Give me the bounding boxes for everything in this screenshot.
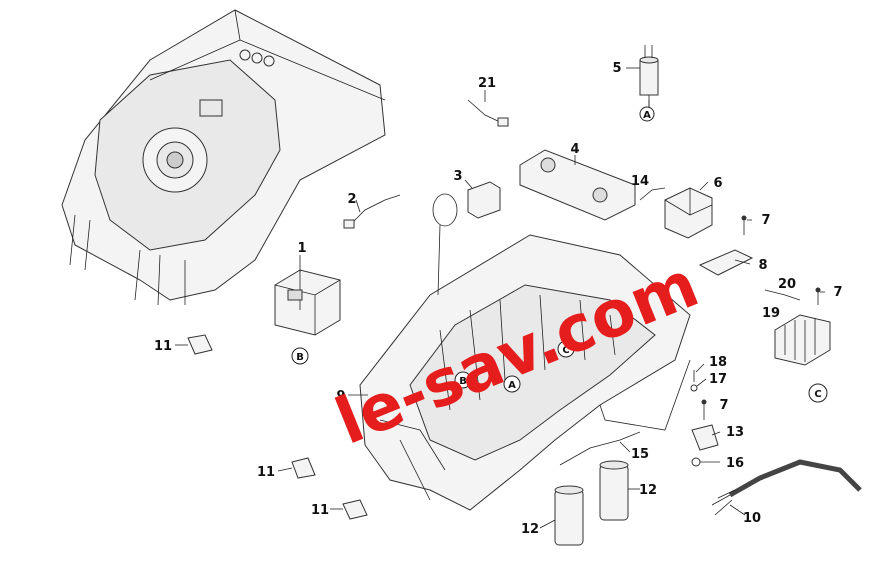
capacitors-12 <box>554 460 629 546</box>
svg-text:C: C <box>814 389 821 400</box>
part-label-21: 21 <box>478 76 496 91</box>
part-label-2: 2 <box>347 192 356 207</box>
part-label-11c: 11 <box>311 503 329 518</box>
upper-cover <box>61 9 386 306</box>
part-label-6: 6 <box>713 176 722 191</box>
part-label-15: 15 <box>631 447 649 462</box>
part-label-3: 3 <box>453 169 462 184</box>
terminal-block-19 <box>774 314 831 366</box>
part-label-11a: 11 <box>154 339 172 354</box>
connector-2 <box>343 219 355 229</box>
part-label-13: 13 <box>726 425 744 440</box>
part-label-12a: 12 <box>521 522 539 537</box>
svg-text:C: C <box>562 345 569 356</box>
washer-17 <box>690 384 698 392</box>
part-label-8: 8 <box>758 258 767 273</box>
clip-11b <box>291 457 316 479</box>
circle-ref-c-body: C <box>557 340 575 358</box>
svg-text:A: A <box>643 110 651 121</box>
relay-6 <box>664 187 713 239</box>
capacitor-5 <box>639 45 659 108</box>
clamp-13 <box>691 424 719 451</box>
circle-ref-c-terminal: C <box>808 383 828 403</box>
part-label-17: 17 <box>709 372 727 387</box>
leader-lines <box>175 67 825 529</box>
connector-21 <box>497 117 509 127</box>
cable-14 <box>639 187 666 201</box>
part-label-7b: 7 <box>833 285 842 300</box>
clip-11c <box>342 499 368 520</box>
part-label-4: 4 <box>570 142 579 157</box>
part-label-5: 5 <box>612 61 621 76</box>
svg-text:B: B <box>459 376 467 387</box>
part-label-7c: 7 <box>719 398 728 413</box>
circle-ref-a-top: A <box>639 106 655 122</box>
screws-7 <box>701 215 821 420</box>
part-label-1: 1 <box>297 241 306 256</box>
control-board-4 <box>519 149 636 221</box>
svg-text:A: A <box>508 380 516 391</box>
part-label-12b: 12 <box>639 483 657 498</box>
part-label-11b: 11 <box>257 465 275 480</box>
part-label-14: 14 <box>631 174 649 189</box>
circle-ref-a-body: A <box>503 375 521 393</box>
wire-20 <box>764 289 801 301</box>
bracket-8 <box>698 249 754 276</box>
base-housing <box>359 234 691 511</box>
transformer <box>274 269 341 336</box>
clip-11a <box>187 334 213 355</box>
wire-15 <box>559 431 641 466</box>
part-label-18: 18 <box>709 355 727 370</box>
power-cord-10 <box>711 459 862 516</box>
part-label-20: 20 <box>778 277 796 292</box>
thermostat-3 <box>432 181 501 296</box>
part-label-16: 16 <box>726 456 744 471</box>
circle-ref-b-body: B <box>454 371 472 389</box>
part-label-19: 19 <box>762 306 780 321</box>
cable-21 <box>467 99 501 123</box>
washer-16 <box>691 457 701 467</box>
part-label-7a: 7 <box>761 213 770 228</box>
part-label-9: 9 <box>336 389 345 404</box>
cable-2 <box>349 194 401 226</box>
part-label-10: 10 <box>743 511 761 526</box>
circle-ref-b-transformer: B <box>291 347 309 365</box>
svg-text:B: B <box>296 352 304 363</box>
